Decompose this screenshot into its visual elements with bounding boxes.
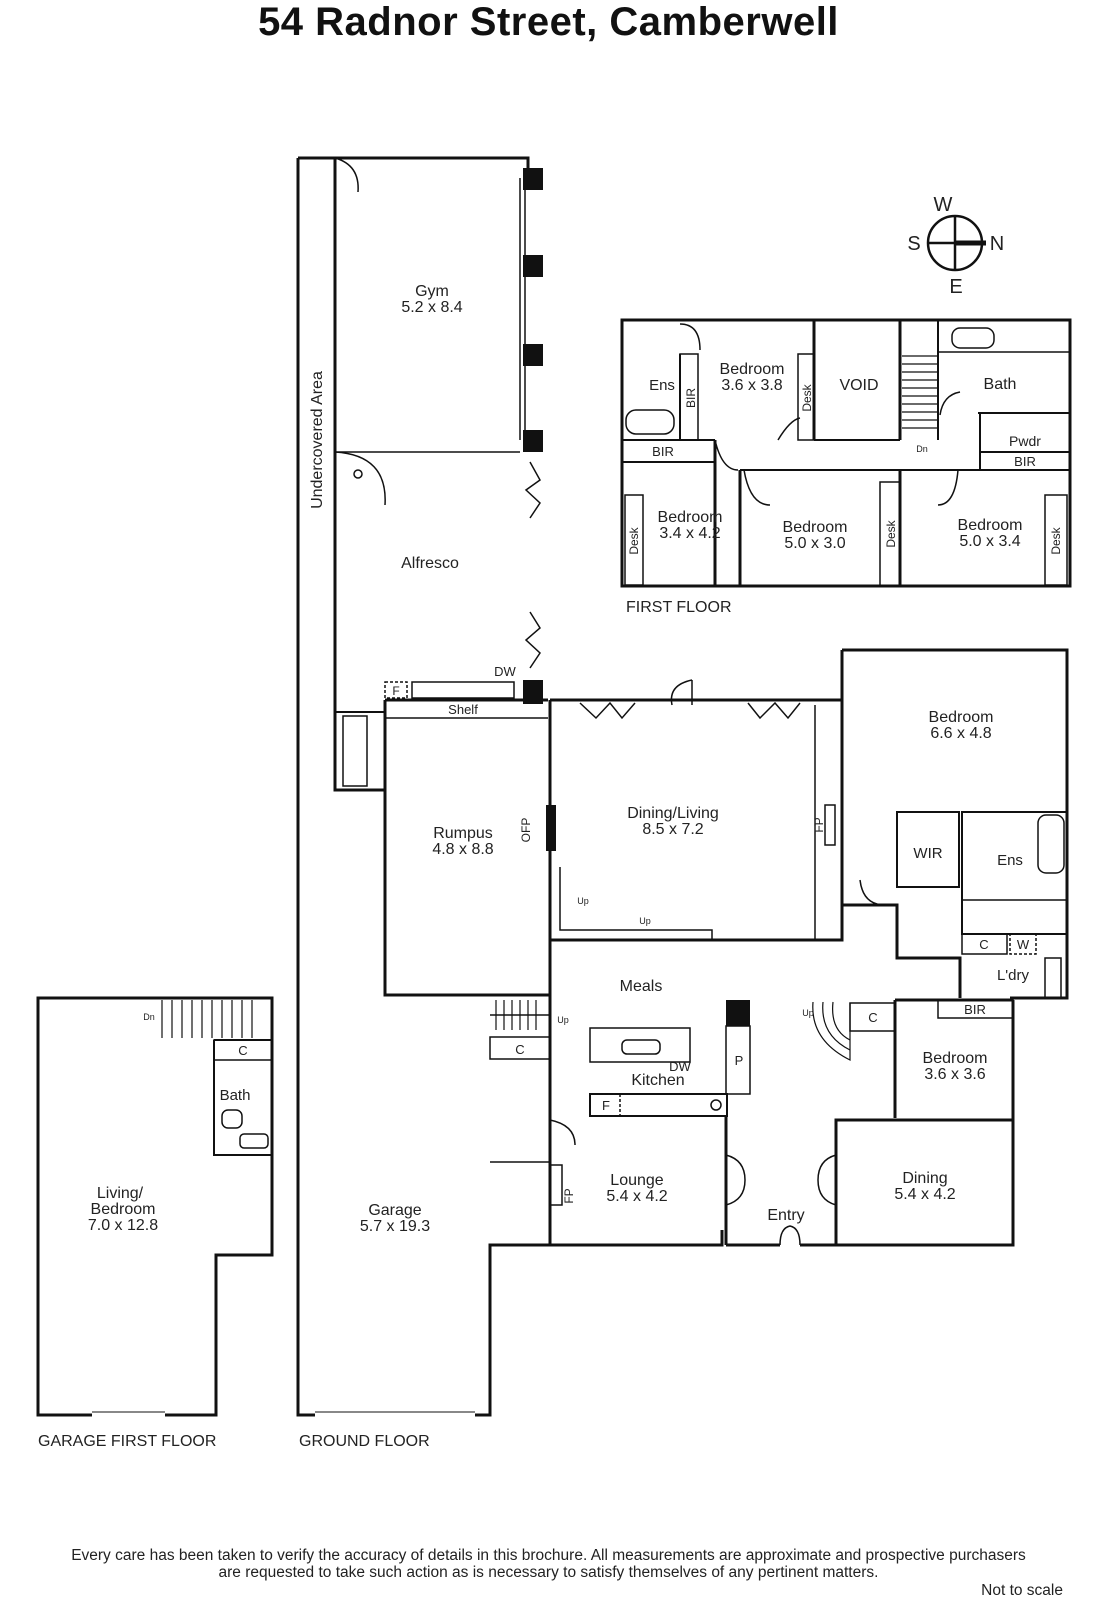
garage-first-living-label: Living/	[97, 1185, 144, 1202]
w-label: W	[1017, 937, 1030, 952]
compass-w: W	[934, 194, 953, 216]
ff-ens-label: Ens	[649, 377, 675, 394]
ff-bedroom1-label: Bedroom	[720, 361, 785, 378]
garage-first-size: 7.0 x 12.8	[88, 1217, 158, 1234]
dining-living-size: 8.5 x 7.2	[642, 821, 703, 838]
desk-label-ff-4: Desk	[1049, 526, 1063, 554]
desk-label-ff-3: Desk	[884, 519, 898, 547]
ground-bedroom-label: Bedroom	[923, 1050, 988, 1067]
disclaimer-line-2: are requested to take such action as is …	[218, 1564, 879, 1581]
undercovered-area-label: Undercovered Area	[309, 371, 326, 509]
dn-label-garage: Dn	[143, 1012, 155, 1022]
void-label: VOID	[839, 377, 878, 394]
fp-label-lounge: FP	[562, 1188, 576, 1203]
dw-label-kitchen: DW	[669, 1059, 691, 1074]
garage-label: Garage	[368, 1202, 421, 1219]
entry-label: Entry	[767, 1207, 804, 1224]
garage-first-floor-caption: GARAGE FIRST FLOOR	[38, 1433, 216, 1450]
gym-size: 5.2 x 8.4	[401, 299, 462, 316]
desk-label-ff-2: Desk	[627, 526, 641, 554]
compass-s: S	[907, 233, 920, 255]
dn-label-ff: Dn	[916, 444, 928, 454]
ff-bedroom4-size: 5.0 x 3.4	[959, 533, 1020, 550]
c-label-bed: C	[868, 1010, 877, 1025]
bir-label-ff-right: BIR	[1014, 454, 1036, 469]
bir-label-ground: BIR	[964, 1002, 986, 1017]
ff-bedroom2-label: Bedroom	[658, 509, 723, 526]
master-bedroom-label: Bedroom	[929, 709, 994, 726]
c-label-ldry: C	[979, 937, 988, 952]
pwdr-label: Pwdr	[1009, 433, 1041, 449]
meals-label: Meals	[620, 978, 663, 995]
rumpus-size: 4.8 x 8.8	[432, 841, 493, 858]
disclaimer: Every care has been taken to verify the …	[0, 1547, 1097, 1581]
ff-bedroom2-size: 3.4 x 4.2	[659, 525, 720, 542]
shelf-label: Shelf	[448, 702, 478, 717]
up-label-1: Up	[577, 896, 589, 906]
up-label-3: Up	[557, 1015, 569, 1025]
pantry-label: P	[735, 1053, 744, 1068]
compass-n: N	[990, 233, 1004, 255]
dining-label: Dining	[902, 1170, 947, 1187]
lounge-label: Lounge	[610, 1172, 663, 1189]
ens-label: Ens	[997, 852, 1023, 869]
gym-label: Gym	[415, 283, 449, 300]
not-to-scale-note: Not to scale	[981, 1582, 1063, 1599]
up-label-4: Up	[802, 1008, 814, 1018]
fridge-label-kitchen: F	[602, 1098, 610, 1113]
ldry-label: L'dry	[997, 967, 1030, 984]
ff-bedroom1-size: 3.6 x 3.8	[721, 377, 782, 394]
master-bedroom-size: 6.6 x 4.8	[930, 725, 991, 742]
up-label-2: Up	[639, 916, 651, 926]
ground-bedroom-size: 3.6 x 3.6	[924, 1066, 985, 1083]
c-label-stair: C	[515, 1042, 524, 1057]
compass-e: E	[949, 276, 962, 298]
ofp-label: OFP	[519, 818, 533, 843]
garage-size: 5.7 x 19.3	[360, 1218, 430, 1235]
wir-label: WIR	[913, 845, 942, 862]
ff-bedroom3-label: Bedroom	[783, 519, 848, 536]
first-floor-caption: FIRST FLOOR	[626, 599, 732, 616]
ff-bedroom4-label: Bedroom	[958, 517, 1023, 534]
fp-label-living: FP	[812, 817, 826, 832]
garage-first-bedroom-label: Bedroom	[91, 1201, 156, 1218]
c-label-garage: C	[238, 1043, 247, 1058]
page-title: 54 Radnor Street, Camberwell	[258, 0, 839, 44]
dining-living-label: Dining/Living	[627, 805, 719, 822]
fridge-label: F	[392, 684, 399, 698]
disclaimer-line-1: Every care has been taken to verify the …	[71, 1547, 1026, 1564]
dining-size: 5.4 x 4.2	[894, 1186, 955, 1203]
bir-label-ff-ens: BIR	[684, 388, 698, 408]
garage-bath-label: Bath	[220, 1087, 251, 1104]
ff-bedroom3-size: 5.0 x 3.0	[784, 535, 845, 552]
alfresco-label: Alfresco	[401, 555, 459, 572]
rumpus-label: Rumpus	[433, 825, 493, 842]
lounge-size: 5.4 x 4.2	[606, 1188, 667, 1205]
bir-label-ff-left: BIR	[652, 444, 674, 459]
dw-label: DW	[494, 664, 516, 679]
ground-floor-caption: GROUND FLOOR	[299, 1433, 430, 1450]
ff-bath-label: Bath	[984, 376, 1017, 393]
desk-label-ff-1: Desk	[800, 383, 814, 411]
kitchen-label: Kitchen	[631, 1072, 684, 1089]
compass-icon	[926, 214, 986, 272]
